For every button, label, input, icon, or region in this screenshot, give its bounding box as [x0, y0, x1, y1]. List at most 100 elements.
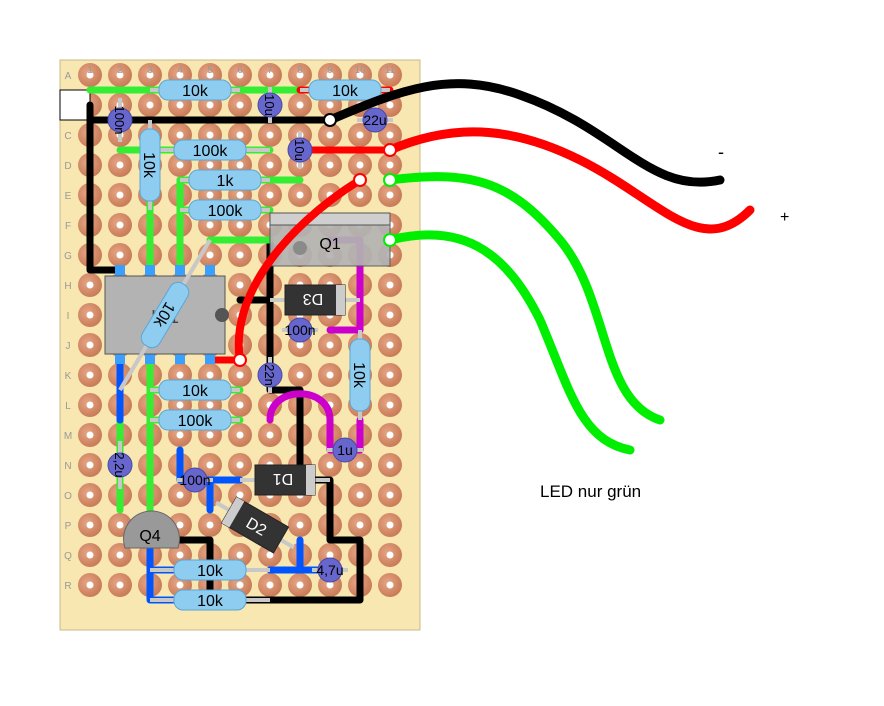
pad-hole	[266, 131, 274, 139]
pad-hole	[326, 101, 334, 109]
pad-hole	[386, 371, 394, 379]
pad-hole	[86, 401, 94, 409]
pad-hole	[326, 581, 334, 589]
column-label: 9	[327, 65, 333, 76]
transistor-q4: Q4	[123, 510, 180, 549]
resistor-r4: 10k	[139, 120, 161, 210]
pad-hole	[176, 131, 184, 139]
resistor-label: 10k	[182, 383, 209, 400]
row-label: D	[64, 161, 71, 172]
pad-hole	[236, 581, 244, 589]
pad-hole	[236, 71, 244, 79]
diode-d1: D1	[240, 464, 330, 496]
row-label: C	[64, 131, 71, 142]
pad-hole	[176, 161, 184, 169]
start-marker	[59, 89, 91, 121]
pad-hole	[206, 251, 214, 259]
resistor-r12: 10k	[150, 589, 270, 611]
row-label: E	[65, 191, 72, 202]
pad-hole	[86, 491, 94, 499]
pad-hole	[266, 161, 274, 169]
pad-hole	[386, 341, 394, 349]
column-label: 3	[147, 65, 153, 76]
pad-hole	[176, 401, 184, 409]
capacitor-c7: 1u	[327, 437, 363, 463]
row-label: N	[64, 461, 71, 472]
capacitor-c5: 100n	[282, 317, 318, 343]
pad-hole	[326, 71, 334, 79]
pad-hole	[176, 491, 184, 499]
pad-hole	[386, 431, 394, 439]
pad-hole	[236, 131, 244, 139]
row-label: R	[64, 581, 71, 592]
pad-hole	[236, 431, 244, 439]
row-label: L	[65, 401, 71, 412]
capacitor-c4: 10u	[287, 132, 313, 168]
resistor-label: 10k	[350, 362, 367, 389]
pad-hole	[116, 551, 124, 559]
minus-terminal-label: -	[718, 142, 724, 162]
pad-hole	[236, 161, 244, 169]
pad-hole	[86, 371, 94, 379]
resistor-label: 100k	[178, 413, 214, 430]
row-label: K	[65, 371, 72, 382]
pad-hole	[356, 71, 364, 79]
pad-hole	[266, 431, 274, 439]
row-label: H	[64, 281, 71, 292]
pad-hole	[176, 521, 184, 529]
pad-hole	[116, 221, 124, 229]
pad-hole	[176, 431, 184, 439]
column-label: 1	[87, 65, 93, 76]
pad-hole	[356, 161, 364, 169]
q4-label: Q4	[139, 528, 160, 545]
pad-hole	[266, 191, 274, 199]
capacitor-label: 100n	[284, 322, 315, 338]
pad-hole	[116, 521, 124, 529]
resistor-label: 10k	[332, 83, 359, 100]
resistor-label: 100k	[208, 203, 244, 220]
row-label: Q	[64, 551, 72, 562]
pad-hole	[296, 101, 304, 109]
capacitor-c3: 22u	[357, 107, 393, 133]
pad-hole	[356, 131, 364, 139]
row-label: I	[67, 311, 70, 322]
pad-hole	[326, 131, 334, 139]
column-label: 2	[117, 65, 123, 76]
resistor-r7: 10k	[118, 238, 212, 392]
pad-hole	[176, 551, 184, 559]
pad-hole	[386, 101, 394, 109]
pad-hole	[86, 431, 94, 439]
row-label: G	[64, 251, 72, 262]
pad-hole	[386, 311, 394, 319]
pad-hole	[386, 461, 394, 469]
pad-hole	[86, 341, 94, 349]
pad-hole	[296, 191, 304, 199]
diode-label: D1	[273, 470, 294, 487]
pad-hole	[236, 491, 244, 499]
pad-hole	[236, 251, 244, 259]
pad-hole	[326, 461, 334, 469]
row-label: J	[66, 341, 71, 352]
pad-hole	[86, 581, 94, 589]
diode-d3: D3	[270, 284, 360, 316]
capacitor-c8: 2,2u	[107, 441, 133, 489]
pad-hole	[206, 431, 214, 439]
external-wires	[233, 79, 755, 455]
resistor-r2: 10k	[300, 79, 390, 101]
pad-hole	[206, 221, 214, 229]
capacitor-label: 2,2u	[112, 452, 127, 477]
resistor-label: 1k	[217, 173, 235, 190]
pad-hole	[206, 371, 214, 379]
transistor-q1: Q1	[269, 212, 391, 267]
pad-hole	[176, 101, 184, 109]
pad-hole	[116, 161, 124, 169]
resistor-label: 10k	[140, 152, 157, 179]
pad-hole	[86, 281, 94, 289]
components: 10k10k100k10k1k100k10k10k10k100k10k10k10…	[104, 79, 393, 611]
resistor-label: 10k	[182, 83, 209, 100]
pad-hole	[206, 71, 214, 79]
capacitor-label: 22u	[363, 112, 386, 128]
capacitor-c9: 100n	[177, 467, 213, 493]
pad-hole	[356, 521, 364, 529]
